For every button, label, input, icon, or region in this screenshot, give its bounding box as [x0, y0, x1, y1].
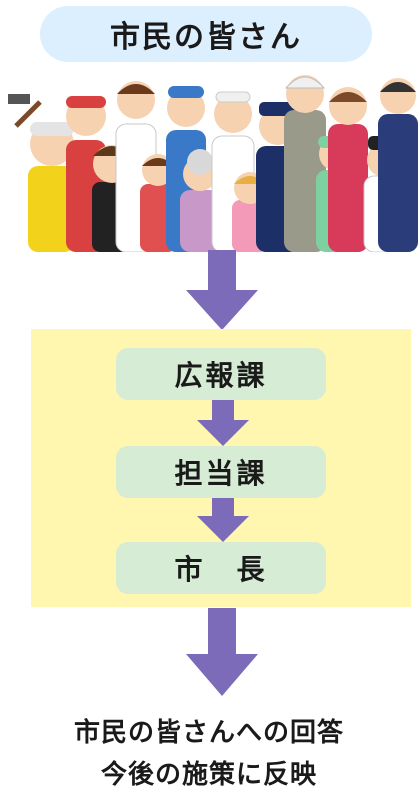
arrow-down-icon	[197, 400, 249, 446]
step-department: 担当課	[116, 446, 326, 498]
person-worker-left	[8, 94, 74, 252]
person-businessman	[378, 78, 418, 252]
result-line-answer: 市民の皆さんへの回答	[73, 718, 344, 748]
step-mayor: 市 長	[116, 542, 326, 594]
person-woman-red	[328, 87, 368, 252]
arrow-down-icon	[197, 498, 249, 542]
person-grandmother	[180, 149, 220, 252]
arrow-down-icon	[186, 608, 258, 696]
person-helmet-worker	[284, 75, 326, 252]
arrow-down-icon	[186, 250, 258, 330]
citizens-label: 市民の皆さん	[40, 6, 372, 62]
citizens-crowd-illustration	[8, 75, 418, 252]
result-line-policy: 今後の施策に反映	[100, 760, 317, 790]
step-public-relations: 広報課	[116, 348, 326, 400]
